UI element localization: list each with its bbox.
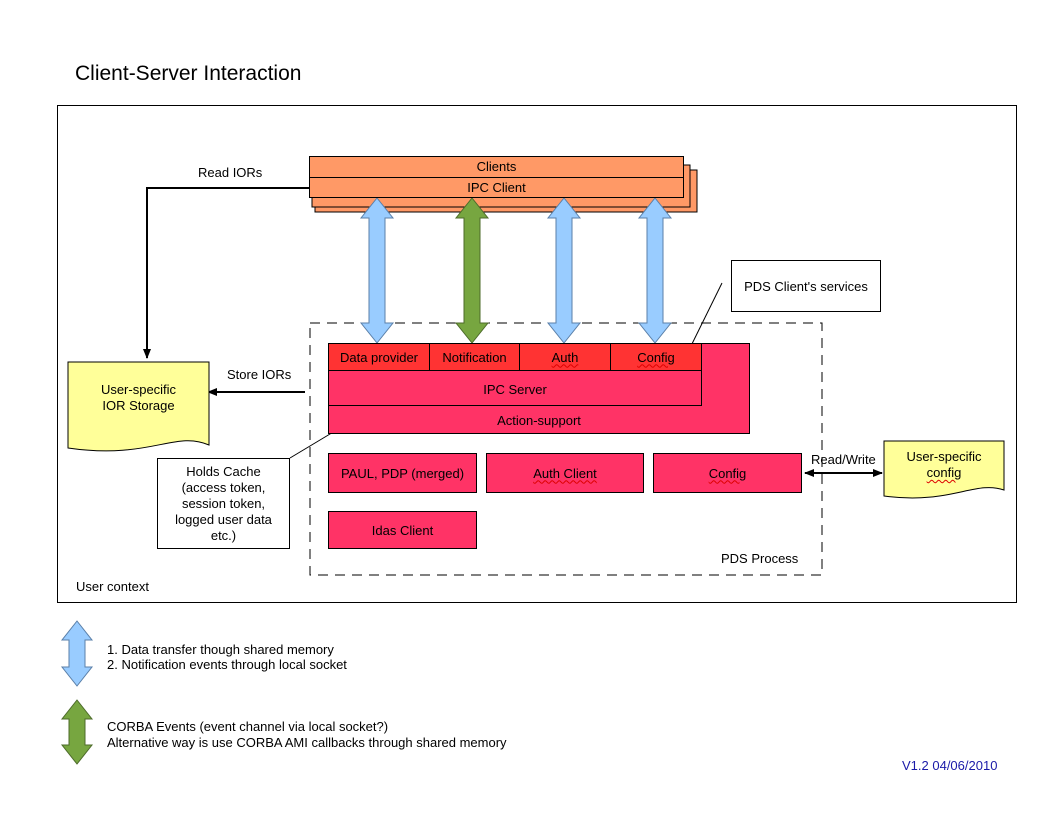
ior-storage-line1: User-specific [100,382,177,397]
module-paul-pdp: PAUL, PDP (merged) [328,453,477,493]
arrow-notification [454,197,490,344]
legend-green-line1: CORBA Events (event channel via local so… [107,719,389,734]
store-iors-text: Store IORs [227,367,292,382]
module-idas-client: Idas Client [328,511,477,549]
service-data-provider: Data provider [328,343,430,371]
pds-process-label: PDS Process [721,551,799,566]
service-notification: Notification [429,343,520,371]
service-config: Config [610,343,702,371]
module-config: Config [653,453,802,493]
user-context-label: User context [76,579,149,594]
user-config-line2: config [884,465,1004,481]
service-auth: Auth [519,343,611,371]
page-title: Client-Server Interaction [75,62,302,85]
store-iors-label: Store IORs [227,367,291,382]
clients-title: Clients [310,157,683,178]
legend-blue-text: 1. Data transfer though shared memory 2.… [107,642,347,672]
action-support-label: Action-support [497,412,581,428]
arrow-config [637,197,673,344]
user-config-line2-text: config [926,465,962,480]
ior-storage-shape [67,361,210,452]
legend-blue-line1: 1. Data transfer though shared memory [107,642,334,657]
legend-blue-line2: 2. Notification events through local soc… [107,657,347,672]
module-auth-client: Auth Client [486,453,644,493]
cache-note-line3: session token, [181,496,266,511]
legend-green-text: CORBA Events (event channel via local so… [107,719,507,751]
module-auth-client-text: Auth Client [533,465,597,481]
user-config-text: User-specific config [884,449,1004,481]
legend-green-arrow [60,699,94,765]
cache-note-line4: logged user data [175,512,272,527]
cache-note: Holds Cache (access token, session token… [157,458,290,549]
legend-green-line2: Alternative way is use CORBA AMI callbac… [107,735,507,750]
read-iors-text: Read IORs [198,165,263,180]
user-context-frame [57,105,1017,603]
ior-storage-text: User-specific IOR Storage [68,382,209,414]
read-iors-label: Read IORs [198,165,262,180]
arrow-data-provider [359,197,395,344]
legend-blue-arrow [60,620,94,687]
user-config-line1: User-specific [906,449,982,464]
read-write-label: Read/Write [811,452,876,467]
ipc-server-label: IPC Server [483,382,547,397]
user-config-shape [883,440,1005,499]
module-config-text: Config [708,465,747,481]
read-iors-connector [143,187,310,359]
services-note-pointer [687,282,723,353]
service-auth-text: Auth [551,349,579,365]
service-config-text: Config [637,349,675,365]
cache-note-line5: etc.) [210,528,237,543]
ior-storage-line2: IOR Storage [102,398,175,413]
services-note: PDS Client's services [731,260,881,312]
version-label: V1.2 04/06/2010 [902,758,998,773]
cache-note-line1: Holds Cache [186,464,261,479]
ipc-client-label: IPC Client [467,179,526,195]
arrow-auth [546,197,582,344]
cache-note-line2: (access token, [181,480,266,495]
clients-box: Clients IPC Client [309,156,684,198]
